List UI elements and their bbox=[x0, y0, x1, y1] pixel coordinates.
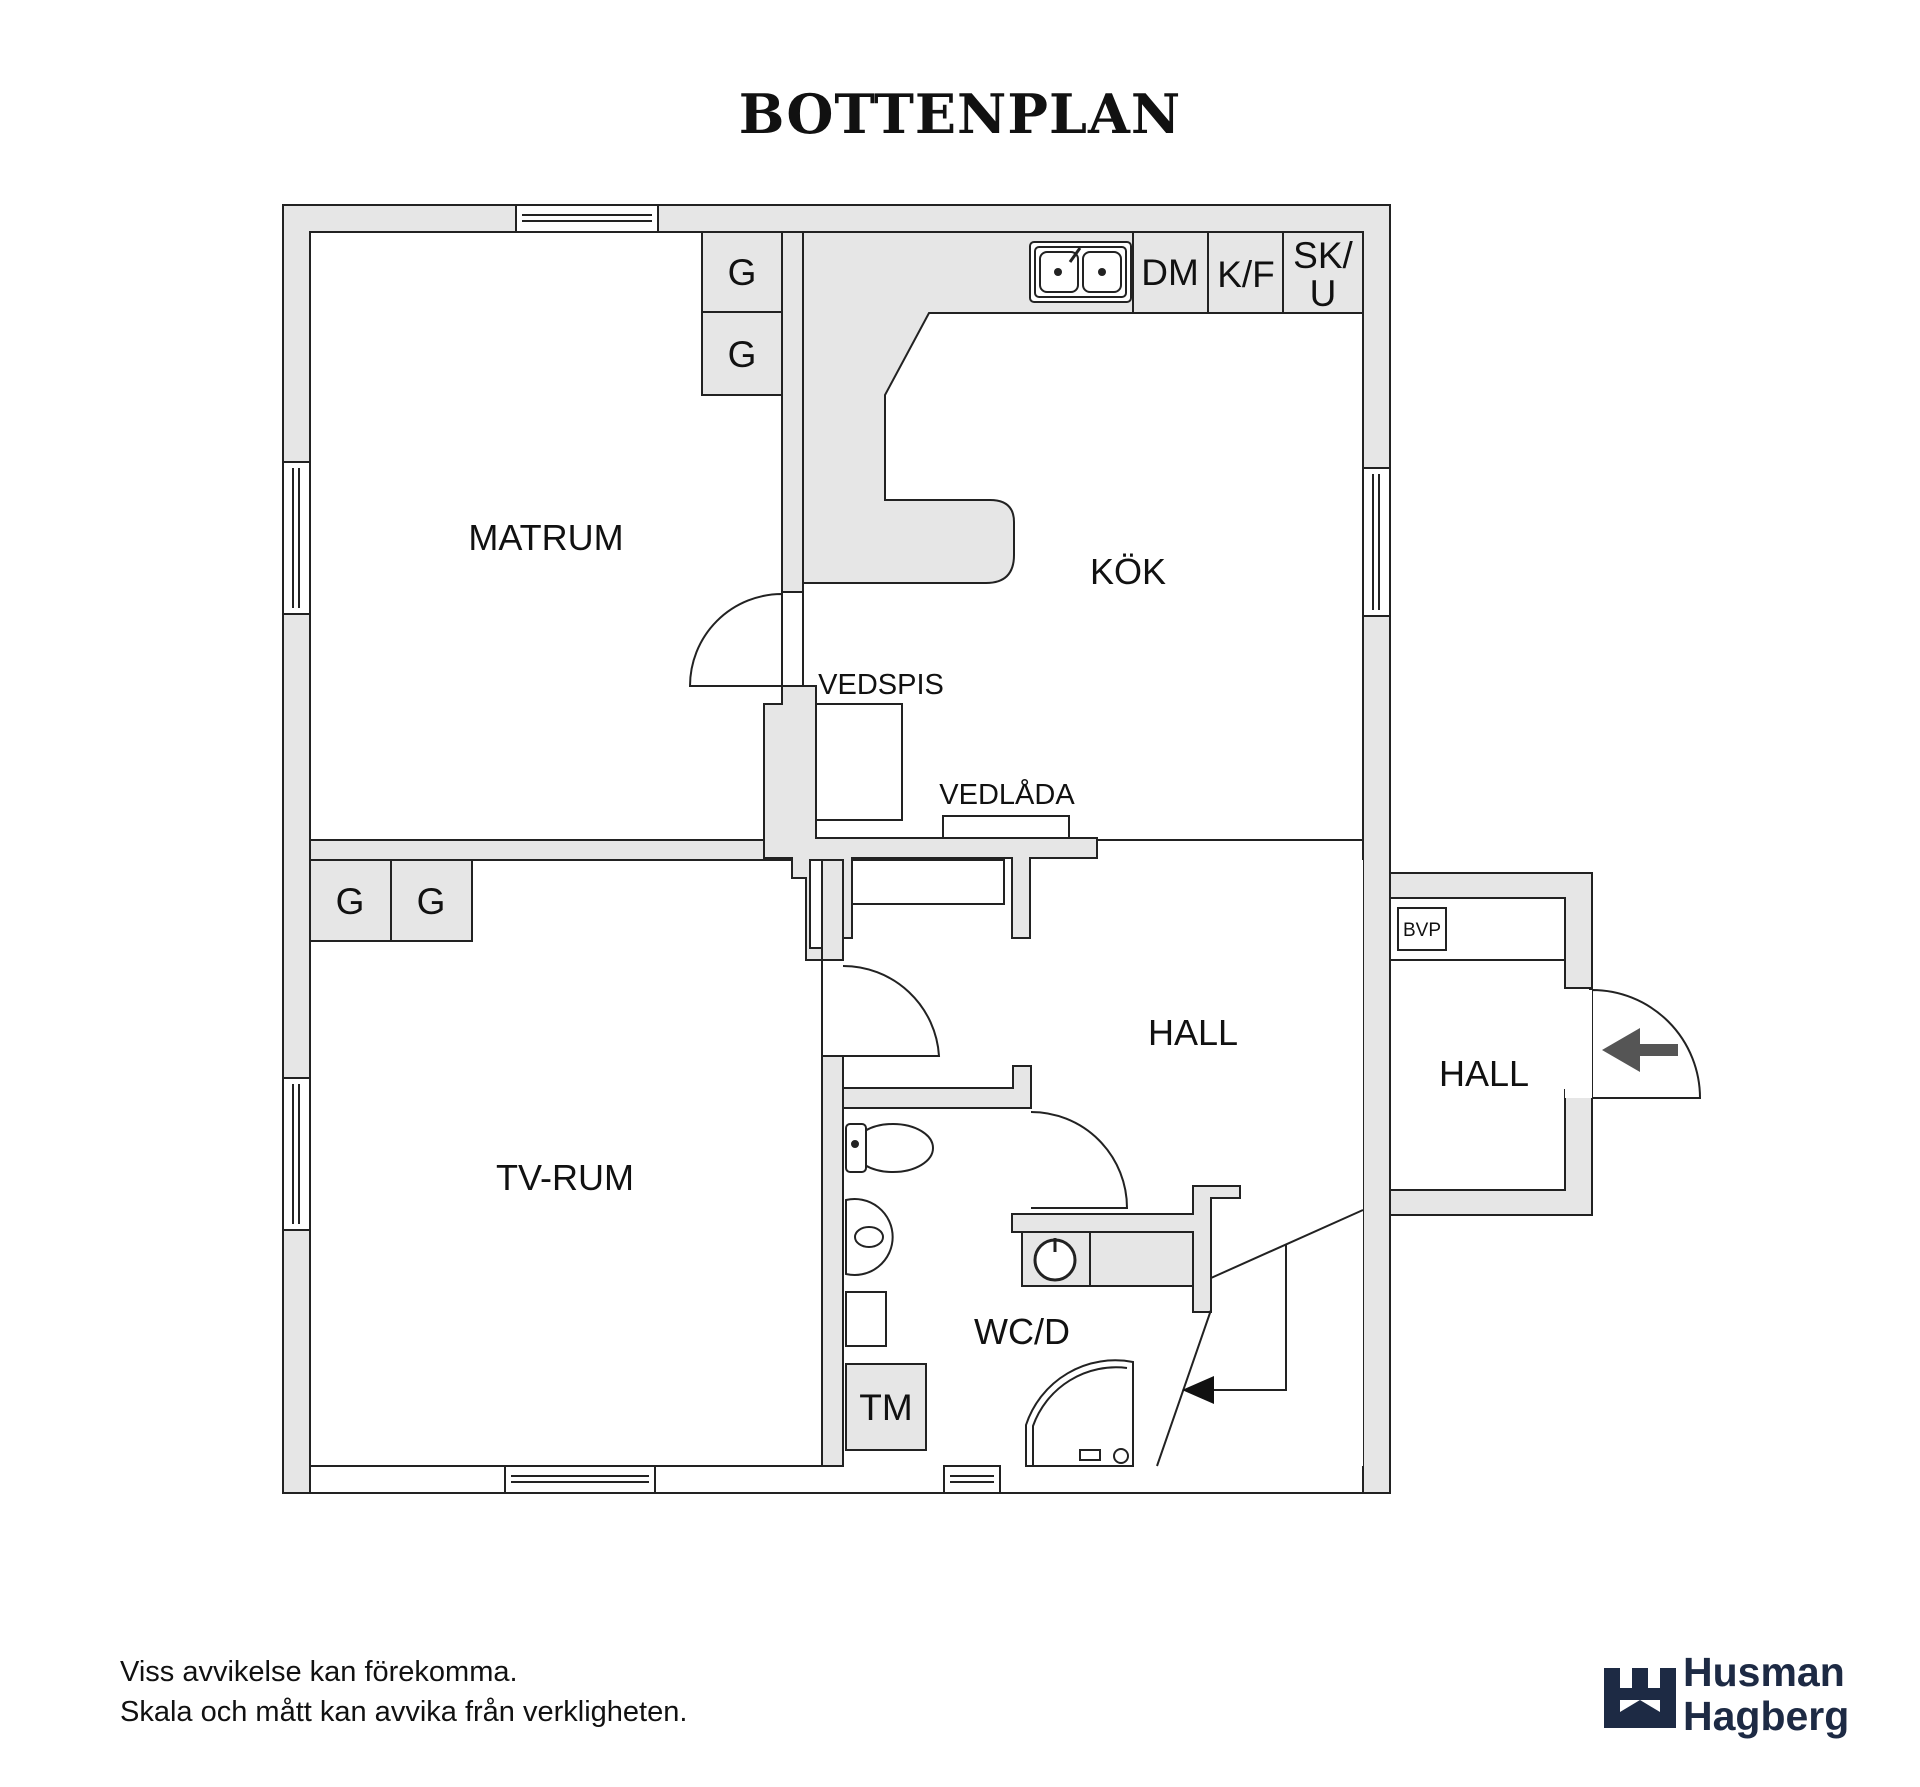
room-label-matrum: MATRUM bbox=[468, 517, 623, 558]
label-dishwasher: DM bbox=[1141, 252, 1199, 293]
heat-pump-box bbox=[1397, 907, 1447, 951]
stairs-arrow-icon bbox=[1182, 1376, 1214, 1404]
wall-matrum-kok bbox=[781, 231, 804, 593]
wall-tvrum-hall bbox=[821, 1055, 844, 1467]
label-wardrobe-tvrum-1: G bbox=[336, 881, 365, 922]
label-wardrobe-matrum-2: G bbox=[728, 334, 757, 375]
wc-sink-counter bbox=[1021, 1231, 1194, 1287]
wc-cabinet bbox=[845, 1291, 887, 1347]
vedlada-box bbox=[942, 815, 1070, 839]
window-left-2 bbox=[282, 1077, 311, 1231]
disclaimer: Viss avvikelse kan förekomma. Skala och … bbox=[120, 1652, 687, 1732]
logo-wordmark: Husman Hagberg bbox=[1683, 1650, 1849, 1738]
logo-line-2: Hagberg bbox=[1683, 1693, 1850, 1739]
wc-wall-top bbox=[842, 1065, 1032, 1109]
window-bottom-1 bbox=[504, 1465, 656, 1494]
room-label-wc: WC/D bbox=[974, 1311, 1070, 1352]
room-label-hall-entry: HALL bbox=[1439, 1053, 1529, 1094]
wall-tvrum-hall-top bbox=[821, 859, 844, 961]
disclaimer-line-2: Skala och mått kan avvika från verklighe… bbox=[120, 1696, 688, 1728]
wardrobe-matrum-1 bbox=[701, 231, 783, 313]
room-label-hall-main: HALL bbox=[1148, 1012, 1238, 1053]
toilet-icon bbox=[845, 1123, 934, 1173]
label-sk-u-line2: U bbox=[1310, 273, 1337, 314]
label-wardrobe-matrum-1: G bbox=[728, 252, 757, 293]
logo-line-1: Husman bbox=[1683, 1649, 1845, 1695]
vedspis-box bbox=[815, 703, 903, 821]
door-matrum[interactable] bbox=[688, 592, 783, 687]
stairs bbox=[1156, 1209, 1364, 1467]
washing-machine bbox=[845, 1363, 927, 1451]
interior-tvrum bbox=[309, 859, 823, 1467]
entry-door-gap bbox=[1565, 990, 1592, 1098]
wardrobe-matrum-2 bbox=[701, 311, 783, 396]
husman-hagberg-logo-icon bbox=[1604, 1668, 1676, 1728]
plan-title: BOTTENPLAN bbox=[738, 82, 1182, 146]
window-top bbox=[515, 204, 659, 233]
door-wc[interactable] bbox=[1030, 1111, 1129, 1209]
door-tvrum[interactable] bbox=[842, 964, 941, 1057]
shower-icon bbox=[1025, 1359, 1134, 1467]
disclaimer-line-1: Viss avvikelse kan förekomma. bbox=[120, 1656, 518, 1688]
basin-icon bbox=[845, 1198, 894, 1276]
label-wardrobe-tvrum-2: G bbox=[417, 881, 446, 922]
window-bottom-2 bbox=[943, 1465, 1001, 1494]
label-sk-u-line1: SK/ bbox=[1293, 235, 1353, 276]
window-left-1 bbox=[282, 461, 311, 615]
label-vedspis: VEDSPIS bbox=[818, 669, 944, 701]
kitchen-sink-icon bbox=[1029, 241, 1132, 303]
room-label-kok: KÖK bbox=[1090, 551, 1166, 592]
label-heat-pump: BVP bbox=[1403, 920, 1441, 941]
entry-arrow-icon bbox=[1602, 1028, 1678, 1072]
window-right bbox=[1362, 467, 1391, 617]
hearth bbox=[851, 859, 1005, 905]
wardrobe-tvrum-2 bbox=[390, 859, 473, 942]
wall-matrum-tvrum bbox=[309, 839, 765, 861]
label-washing-machine: TM bbox=[859, 1387, 912, 1428]
room-label-tvrum: TV-RUM bbox=[496, 1157, 634, 1198]
label-vedlada: VEDLÅDA bbox=[939, 778, 1075, 811]
label-fridge-freezer: K/F bbox=[1217, 254, 1275, 295]
